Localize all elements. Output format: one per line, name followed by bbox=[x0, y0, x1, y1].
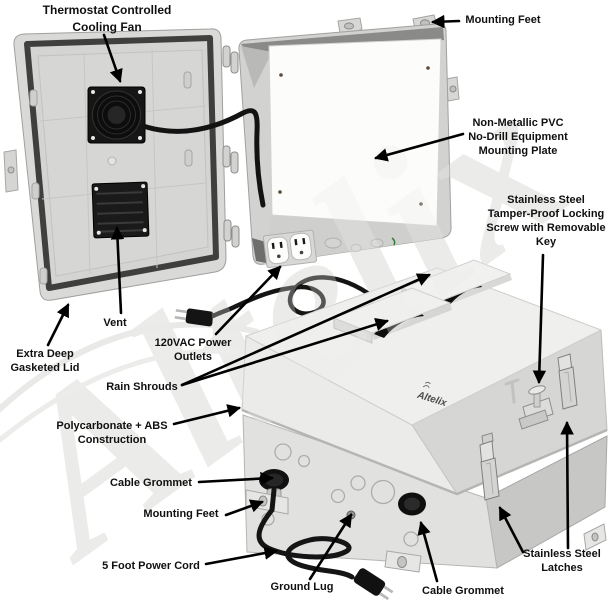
callout-locking-screw: Stainless Steel Tamper-Proof Locking Scr… bbox=[486, 194, 606, 248]
latch-rear bbox=[557, 353, 578, 410]
arrow-rain-shroud-upper bbox=[180, 273, 431, 387]
arrow-mounting-feet-top bbox=[430, 14, 461, 29]
watermark-swoosh bbox=[0, 348, 263, 444]
arrow-latch-front bbox=[498, 506, 525, 554]
callout-mounting-feet-top: Mounting Feet bbox=[465, 14, 541, 26]
lid-bosses bbox=[29, 71, 193, 285]
equipment-mounting-plate bbox=[268, 38, 442, 227]
arrow-vent bbox=[110, 225, 125, 315]
lid-mounting-tab bbox=[3, 149, 19, 193]
shroud-opening-inside bbox=[252, 238, 266, 263]
callout-rain-shrouds: Rain Shrouds bbox=[106, 381, 178, 393]
fan-cable bbox=[140, 108, 266, 208]
cooling-fan bbox=[87, 86, 146, 144]
callout-thermostat-fan: Thermostat Controlled Cooling Fan bbox=[42, 3, 172, 34]
arrow-thermostat-fan bbox=[102, 33, 123, 83]
power-outlets bbox=[262, 229, 318, 269]
arrow-rain-shroud-lower bbox=[180, 317, 389, 387]
watermark-swoosh bbox=[0, 321, 259, 413]
power-cord-open-view bbox=[174, 275, 376, 327]
callout-mounting-plate: Non-Metallic PVC No-Drill Equipment Moun… bbox=[468, 117, 568, 157]
arrow-cable-grommet-left bbox=[197, 471, 275, 486]
callout-power-cord: 5 Foot Power Cord bbox=[102, 560, 200, 572]
latch-front bbox=[479, 432, 500, 501]
front-knockouts bbox=[261, 443, 419, 547]
arrow-gasketed-lid bbox=[46, 303, 70, 347]
callout-gasketed-lid: Extra Deep Gasketed Lid bbox=[10, 348, 80, 374]
shelf-knockouts bbox=[324, 237, 384, 252]
callout-vent: Vent bbox=[103, 317, 127, 329]
lid-lip bbox=[241, 408, 608, 496]
molded-key-imprint bbox=[504, 378, 520, 404]
arrow-locking-screw bbox=[532, 253, 547, 385]
ground-wire bbox=[391, 237, 396, 246]
lid-top-face bbox=[244, 267, 603, 426]
callout-ground-lug: Ground Lug bbox=[270, 581, 334, 593]
arrow-latch-rear bbox=[560, 420, 574, 550]
callout-arrows bbox=[46, 14, 574, 583]
callout-cable-grommet-bottom: Cable Grommet bbox=[422, 585, 504, 597]
callout-latches: Stainless Steel Latches bbox=[523, 548, 601, 574]
callout-power-outlets: 120VAC Power Outlets bbox=[154, 337, 232, 363]
arrow-cable-grommet-bottom bbox=[417, 521, 439, 583]
open-box-view bbox=[140, 14, 460, 269]
arrow-power-outlets bbox=[214, 265, 282, 336]
power-cord-closed-view bbox=[256, 487, 394, 601]
arrow-mounting-feet-bottom bbox=[224, 499, 264, 517]
power-plug-open-view bbox=[174, 308, 214, 327]
closed-box-view: Altelix bbox=[241, 259, 608, 601]
locking-screw bbox=[518, 385, 554, 430]
power-plug-closed-view bbox=[353, 568, 394, 601]
cable-grommet-front bbox=[398, 492, 426, 516]
hinges bbox=[222, 45, 240, 248]
callout-cable-grommet-left: Cable Grommet bbox=[110, 477, 192, 489]
callout-mounting-feet-bottom: Mounting Feet bbox=[143, 508, 219, 520]
arrow-construction bbox=[172, 404, 241, 426]
vent-grille bbox=[91, 181, 150, 239]
open-lid-view bbox=[3, 28, 227, 301]
arrow-power-cord bbox=[204, 546, 278, 566]
arrow-ground-lug bbox=[308, 513, 353, 581]
callout-construction: Polycarbonate + ABS Construction bbox=[56, 420, 168, 446]
arrow-mounting-plate bbox=[374, 132, 465, 162]
